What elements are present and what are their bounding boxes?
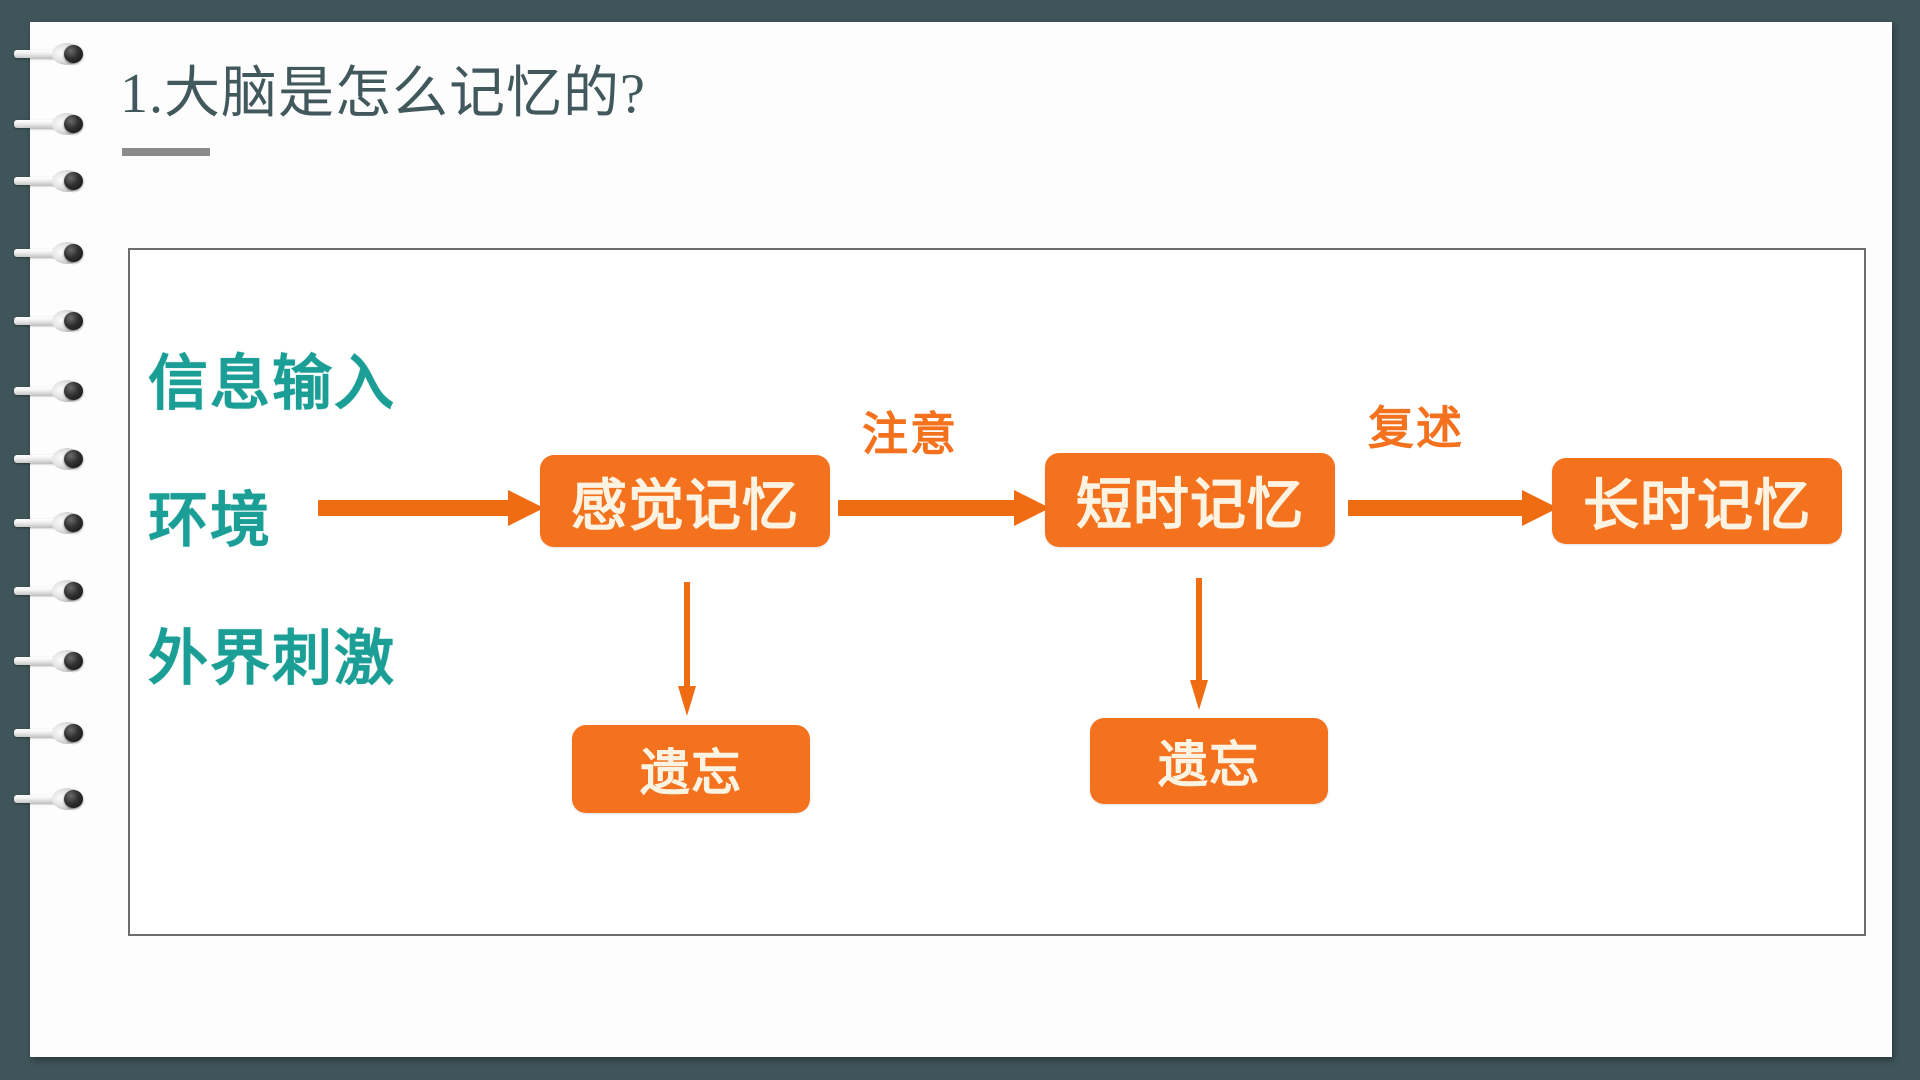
arrow-shaft <box>318 500 510 516</box>
binder-ring-head <box>64 45 83 63</box>
binder-ring-head <box>64 514 83 532</box>
binder-ring-head <box>64 724 83 742</box>
binder-ring-head <box>64 582 83 600</box>
binder-ring-head <box>64 312 83 330</box>
binder-ring <box>14 512 86 534</box>
arrow-short-to-forget <box>1188 578 1210 714</box>
arrow-input-to-sensory <box>318 490 546 526</box>
binder-ring-stem <box>14 317 70 325</box>
binder-ring-head <box>64 790 83 808</box>
binder-ring <box>14 43 86 65</box>
input-label-environment: 环境 <box>148 487 272 554</box>
arrow-head-icon <box>1014 490 1050 526</box>
binder-ring-stem <box>14 387 70 395</box>
binder-ring-head <box>64 382 83 400</box>
input-label-information: 信息输入 <box>148 350 396 417</box>
arrow-head-icon <box>508 490 544 526</box>
binder-ring <box>14 242 86 264</box>
binder-ring-head <box>64 450 83 468</box>
binder-ring <box>14 113 86 135</box>
arrow-short-to-long <box>1348 490 1560 526</box>
binder-ring <box>14 650 86 672</box>
binder-ring-head <box>64 115 83 133</box>
transition-label-attention: 注意 <box>862 408 958 460</box>
binder-ring-stem <box>14 120 70 128</box>
binder-ring-stem <box>14 657 70 665</box>
binder-ring <box>14 310 86 332</box>
transition-label-rehearsal: 复述 <box>1368 402 1464 454</box>
arrow-shaft <box>838 500 1016 516</box>
page-title: 1.大脑是怎么记忆的? <box>120 63 646 125</box>
stage-box-short-term-memory[interactable]: 短时记忆 <box>1045 453 1335 547</box>
binder-ring-stem <box>14 795 70 803</box>
stage-box-forget-short[interactable]: 遗忘 <box>1090 718 1328 804</box>
memory-flow-diagram-frame <box>128 248 1866 936</box>
binder-ring-head <box>64 652 83 670</box>
arrow-head-icon <box>678 686 696 716</box>
binder-ring <box>14 580 86 602</box>
binder-ring <box>14 170 86 192</box>
binder-ring-head <box>64 244 83 262</box>
input-label-external-stimulus: 外界刺激 <box>148 625 396 692</box>
binder-ring-stem <box>14 455 70 463</box>
stage-box-forget-sensory[interactable]: 遗忘 <box>572 725 810 813</box>
arrow-shaft <box>684 582 690 692</box>
binder-ring <box>14 722 86 744</box>
binder-ring-stem <box>14 50 70 58</box>
binder-ring-stem <box>14 249 70 257</box>
binder-ring-head <box>64 172 83 190</box>
binder-ring <box>14 788 86 810</box>
arrow-head-icon <box>1190 680 1208 710</box>
stage-box-long-term-memory[interactable]: 长时记忆 <box>1552 458 1842 544</box>
stage-box-sensory-memory[interactable]: 感觉记忆 <box>540 455 830 547</box>
binder-ring <box>14 380 86 402</box>
binder-ring <box>14 448 86 470</box>
title-underline-rule <box>122 148 210 156</box>
arrow-shaft <box>1196 578 1202 686</box>
arrow-sensory-to-forget <box>676 582 698 720</box>
binder-ring-stem <box>14 519 70 527</box>
arrow-shaft <box>1348 500 1524 516</box>
binder-spiral-rail <box>0 0 120 1080</box>
binder-ring-stem <box>14 587 70 595</box>
binder-ring-stem <box>14 729 70 737</box>
binder-ring-stem <box>14 177 70 185</box>
arrow-sensory-to-short <box>838 490 1052 526</box>
